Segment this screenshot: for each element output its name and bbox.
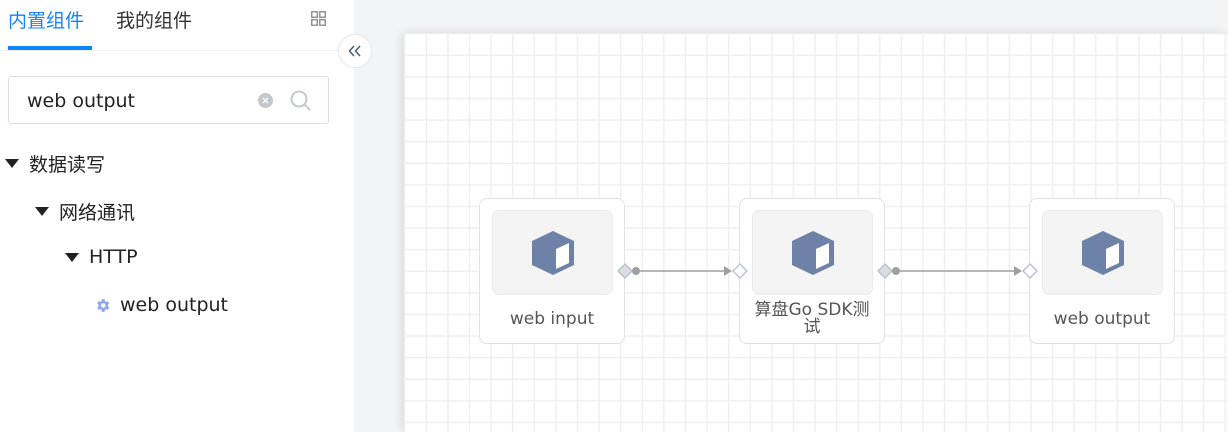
tree-node-label: HTTP xyxy=(89,246,138,268)
tree-node-network[interactable]: 网络通讯 xyxy=(35,198,135,225)
cube-icon xyxy=(531,230,574,275)
tree-node-label: 网络通讯 xyxy=(59,202,136,224)
node-icon-box xyxy=(752,210,873,295)
node-label-line: 算盘Go SDK测 xyxy=(754,300,870,320)
node-label: web output xyxy=(1053,309,1151,329)
gear-icon xyxy=(94,297,111,314)
input-port[interactable] xyxy=(732,263,748,279)
search-input[interactable] xyxy=(27,88,247,114)
search-icon[interactable] xyxy=(290,90,311,115)
caret-down-icon[interactable] xyxy=(5,159,19,168)
tab-my-components[interactable]: 我的组件 xyxy=(116,10,193,32)
component-search xyxy=(8,76,329,124)
cube-icon xyxy=(791,230,834,275)
component-sidebar: 内置组件 我的组件 数据读写 网络通讯 xyxy=(0,0,354,432)
node-label: web input xyxy=(509,309,595,329)
output-port[interactable] xyxy=(617,263,633,279)
input-port[interactable] xyxy=(1022,263,1038,279)
tab-builtin-components[interactable]: 内置组件 xyxy=(8,10,85,32)
grid-view-icon[interactable] xyxy=(311,11,326,26)
flow-canvas[interactable] xyxy=(404,33,1228,432)
node-label: 算盘Go SDK测 试 xyxy=(744,302,880,336)
caret-down-icon[interactable] xyxy=(65,252,79,262)
flow-node-web-output[interactable]: web output xyxy=(1029,198,1175,344)
tree-node-label: web output xyxy=(120,294,228,316)
flow-node-web-input[interactable]: web input xyxy=(479,198,625,344)
node-icon-box xyxy=(492,210,613,295)
flow-node-sdk-test[interactable]: 算盘Go SDK测 试 xyxy=(739,198,885,344)
double-chevron-left-icon xyxy=(348,45,361,57)
tree-node-label: 数据读写 xyxy=(29,154,106,176)
tree-node-http[interactable]: HTTP xyxy=(65,246,138,268)
tree-node-data-read-write[interactable]: 数据读写 xyxy=(5,150,105,177)
caret-down-icon[interactable] xyxy=(35,207,49,216)
active-tab-indicator xyxy=(8,46,92,50)
tree-leaf-web-output[interactable]: web output xyxy=(94,294,228,316)
node-label-line: 试 xyxy=(803,317,821,337)
cube-icon xyxy=(1081,230,1124,275)
clear-icon[interactable] xyxy=(258,93,273,108)
output-port[interactable] xyxy=(877,263,893,279)
node-icon-box xyxy=(1042,210,1163,295)
component-tabs: 内置组件 我的组件 xyxy=(0,0,354,51)
collapse-sidebar-button[interactable] xyxy=(338,34,372,68)
